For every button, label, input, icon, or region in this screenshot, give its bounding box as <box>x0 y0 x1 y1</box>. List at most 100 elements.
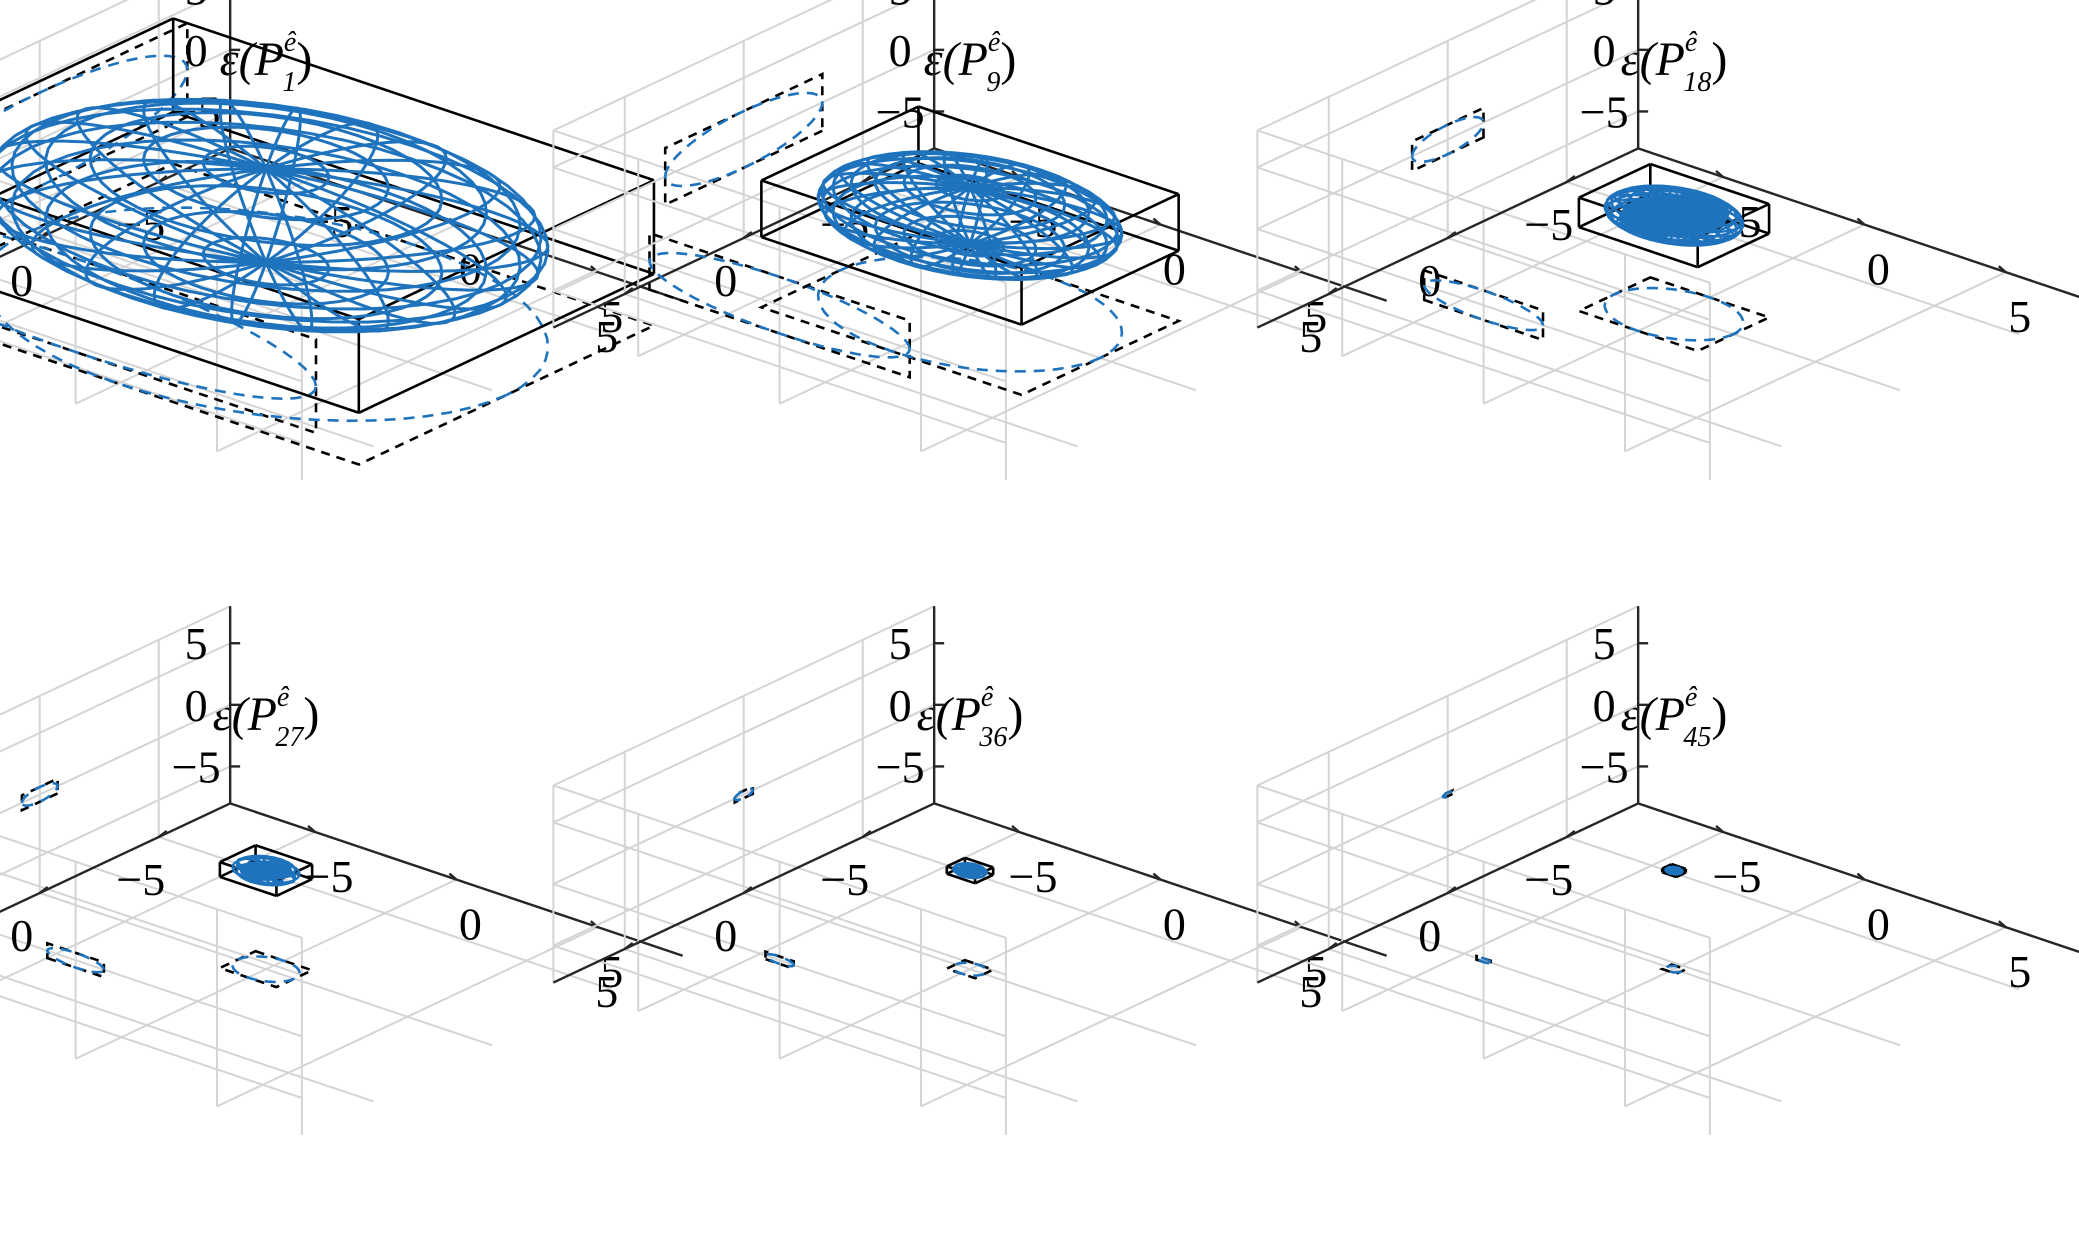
ellipsoid-fill <box>239 860 293 881</box>
projection-ellipse <box>951 961 989 977</box>
projections <box>20 776 316 989</box>
ellipsoid-meridian <box>969 162 1031 246</box>
ellipsoid-meridian <box>951 186 972 277</box>
ellipsoid <box>0 97 550 334</box>
y-tick-label: 0 <box>714 255 737 306</box>
title-symbol: ε(P <box>917 688 981 741</box>
grid-line <box>1624 926 2007 1108</box>
projections <box>1441 788 1690 976</box>
title-close: ) <box>1711 688 1727 741</box>
grid-line <box>1447 237 1901 392</box>
projection-box <box>1422 268 1545 342</box>
title-subscript: 9 <box>986 67 1000 98</box>
y-tick-label: 0 <box>1418 910 1441 961</box>
x-tick <box>1152 872 1162 881</box>
z-tick-label: 5 <box>1593 618 1616 669</box>
z-tick-label: −5 <box>876 741 925 792</box>
y-tick <box>1566 175 1576 183</box>
axes <box>1256 0 2079 329</box>
title-superscript: ê <box>277 682 290 713</box>
title-subscript: 45 <box>1683 722 1711 753</box>
x-tick <box>1715 170 1724 178</box>
grid-line <box>0 0 208 98</box>
projection-box <box>1410 105 1485 174</box>
z-tick-label: 0 <box>889 25 912 76</box>
box-edge <box>219 875 277 898</box>
projections <box>0 21 658 466</box>
ellipsoid-meridian <box>265 167 537 264</box>
grid-line <box>1256 48 1639 230</box>
y-tick <box>862 175 872 183</box>
y-tick <box>1328 942 1338 950</box>
z-tick-label: 5 <box>889 618 912 669</box>
x-tick-label: −5 <box>1009 851 1058 902</box>
box-edge <box>1697 232 1770 269</box>
grid-line <box>1256 642 1639 824</box>
grid-line <box>743 892 1197 1047</box>
projection-ellipse <box>45 946 106 974</box>
grid-line <box>0 48 231 160</box>
title-subscript: 27 <box>275 722 304 753</box>
y-tick-label: −5 <box>820 854 869 905</box>
title-superscript: ê <box>981 682 994 713</box>
axes <box>552 606 1388 984</box>
grid-edge <box>0 605 231 716</box>
title-superscript: ê <box>988 27 1001 58</box>
ellipsoid-meridian <box>969 185 1124 251</box>
box-edge <box>760 105 920 182</box>
box-edge <box>0 110 174 195</box>
title-symbol: ε(P <box>213 688 277 741</box>
y-tick-label: 5 <box>595 311 618 362</box>
projection-box <box>0 231 318 435</box>
ellipsoid-meridian <box>842 185 971 250</box>
y-tick <box>743 231 753 239</box>
grid-edge <box>0 835 303 939</box>
projection-ellipse <box>1603 286 1745 342</box>
z-tick-label: 0 <box>1593 680 1616 731</box>
y-tick-label: 0 <box>10 255 33 306</box>
ellipsoid-meridian <box>968 186 998 281</box>
box-edge <box>946 856 966 868</box>
grid-edge <box>1257 784 1711 939</box>
grid-line <box>552 0 912 169</box>
grid-line <box>624 948 1078 1103</box>
z-tick-label: −5 <box>1580 741 1629 792</box>
x-tick <box>1011 825 1020 833</box>
ellipsoid-meridian <box>823 185 971 246</box>
y-tick <box>158 830 168 838</box>
title-close: ) <box>296 33 312 86</box>
grid-line <box>552 703 935 885</box>
y-tick-label: 5 <box>595 966 618 1017</box>
chart-panel-9: ε(Pê9)−505−505−505 <box>552 0 1388 480</box>
projection-box <box>0 162 658 466</box>
z-tick-label: 0 <box>889 680 912 731</box>
ellipsoid-meridian <box>264 106 302 263</box>
grid-line <box>0 319 374 448</box>
ellipsoid-meridian <box>142 98 267 264</box>
ellipsoid <box>1603 184 1745 247</box>
title-subscript: 36 <box>978 722 1007 753</box>
ellipsoid-meridian <box>942 150 972 245</box>
x-tick <box>1998 920 2007 929</box>
projection-box <box>663 72 824 207</box>
chart-panel-1: ε(Pê1)−505−505−505 <box>0 0 684 480</box>
grid-line <box>0 642 231 753</box>
box-edge <box>974 873 994 885</box>
box-edge <box>358 272 655 414</box>
projection-box <box>45 941 106 979</box>
x-tick-label: −5 <box>1713 851 1762 902</box>
ellipsoid-meridian <box>84 167 267 291</box>
ellipsoid-meridian <box>969 185 1119 260</box>
y-tick-label: −5 <box>1524 854 1573 905</box>
ellipsoid-meridian <box>265 121 380 264</box>
y-tick <box>1328 287 1338 295</box>
y-tick <box>1447 886 1457 894</box>
x-tick-label: 5 <box>2008 946 2031 997</box>
x-tick <box>1856 217 1866 226</box>
projection-ellipse <box>20 781 59 807</box>
box-edge <box>918 105 1180 196</box>
